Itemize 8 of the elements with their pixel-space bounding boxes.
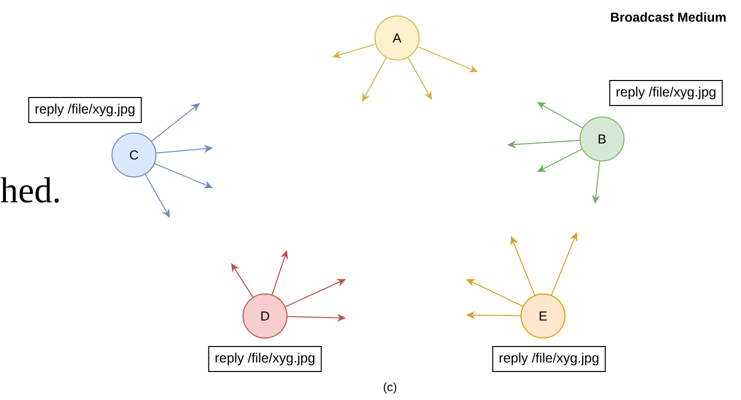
reply-box: reply /file/xyg.jpg [208,346,322,372]
reply-box: reply /file/xyg.jpg [609,80,723,106]
reply-box: reply /file/xyg.jpg [492,346,606,372]
text-fragment: hed. [0,177,59,203]
arrow [151,103,200,142]
reply-box: reply /file/xyg.jpg [28,97,142,123]
title: Broadcast Medium [611,12,726,22]
caption: (c) [384,382,396,394]
